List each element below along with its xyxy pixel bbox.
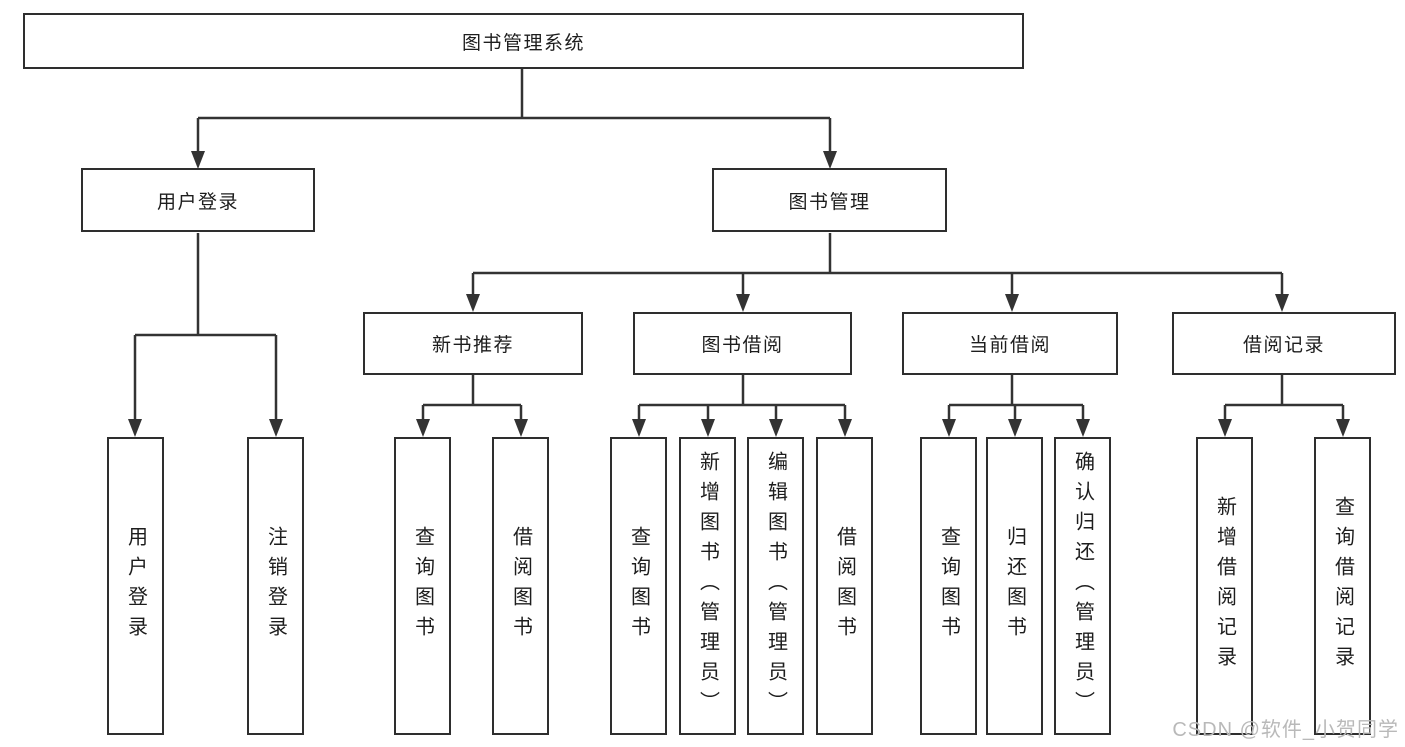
node-label: 确认归还（管理员） [1071, 451, 1094, 721]
arrow-down-icon [632, 419, 646, 437]
arrow-down-icon [769, 419, 783, 437]
node-label: 借阅记录 [1242, 335, 1325, 356]
arrow-down-icon [269, 419, 283, 437]
leaf-query-books-recommend: 查询图书 [394, 437, 451, 735]
node-book-borrowing: 图书借阅 [633, 312, 852, 375]
node-label: 图书管理 [788, 191, 871, 213]
arrow-down-icon [1008, 419, 1022, 437]
leaf-logout: 注销登录 [247, 437, 304, 735]
connector-root-to-level1 [196, 69, 832, 152]
leaf-edit-book-admin: 编辑图书（管理员） [747, 437, 804, 735]
leaf-user-login: 用户登录 [107, 437, 164, 735]
connector-userlogin-branch [133, 233, 278, 421]
arrow-down-icon [1218, 419, 1232, 437]
leaf-add-borrow-record: 新增借阅记录 [1196, 437, 1253, 735]
node-label: 新书推荐 [431, 335, 514, 356]
leaf-return-books: 归还图书 [986, 437, 1043, 735]
arrow-down-icon [838, 419, 852, 437]
arrow-down-icon [942, 419, 956, 437]
node-root-library-system: 图书管理系统 [23, 13, 1024, 69]
arrow-down-icon [191, 151, 205, 169]
leaf-query-books-borrowing: 查询图书 [610, 437, 667, 735]
node-user-login-module: 用户登录 [81, 168, 315, 232]
connector-borrowing-branch [637, 375, 847, 421]
arrow-down-icon [1275, 294, 1289, 312]
node-label: 用户登录 [156, 191, 239, 213]
node-new-book-recommend: 新书推荐 [363, 312, 583, 375]
node-borrowing-records: 借阅记录 [1172, 312, 1396, 375]
node-label: 归还图书 [1003, 526, 1026, 646]
connector-records-branch [1223, 375, 1345, 421]
node-label: 新增借阅记录 [1213, 496, 1236, 676]
arrow-down-icon [823, 151, 837, 169]
arrow-down-icon [466, 294, 480, 312]
arrow-down-icon [514, 419, 528, 437]
arrow-down-icon [416, 419, 430, 437]
node-label: 借阅图书 [833, 526, 856, 646]
arrow-down-icon [736, 294, 750, 312]
arrow-down-icon [1336, 419, 1350, 437]
arrow-down-icon [1005, 294, 1019, 312]
node-label: 注销登录 [264, 526, 287, 646]
node-label: 查询图书 [627, 526, 650, 646]
leaf-add-book-admin: 新增图书（管理员） [679, 437, 736, 735]
node-label: 查询图书 [411, 526, 434, 646]
node-label: 新增图书（管理员） [696, 451, 719, 721]
arrow-down-icon [128, 419, 142, 437]
node-label: 查询图书 [937, 526, 960, 646]
connector-current-branch [947, 375, 1085, 421]
leaf-query-borrow-record: 查询借阅记录 [1314, 437, 1371, 735]
node-label: 图书管理系统 [461, 32, 585, 54]
leaf-borrow-books-recommend: 借阅图书 [492, 437, 549, 735]
node-book-management-module: 图书管理 [712, 168, 947, 232]
arrow-down-icon [1076, 419, 1090, 437]
node-label: 查询借阅记录 [1331, 496, 1354, 676]
leaf-borrow-books-borrowing: 借阅图书 [816, 437, 873, 735]
leaf-confirm-return-admin: 确认归还（管理员） [1054, 437, 1111, 735]
node-label: 当前借阅 [968, 335, 1051, 356]
node-current-borrowing: 当前借阅 [902, 312, 1118, 375]
node-label: 用户登录 [124, 526, 147, 646]
node-label: 借阅图书 [509, 526, 532, 646]
arrow-down-icon [701, 419, 715, 437]
leaf-query-books-current: 查询图书 [920, 437, 977, 735]
connector-bookmgmt-to-level2 [471, 233, 1284, 296]
connector-recommend-branch [421, 375, 523, 421]
node-label: 图书借阅 [701, 335, 784, 356]
node-label: 编辑图书（管理员） [764, 451, 787, 721]
